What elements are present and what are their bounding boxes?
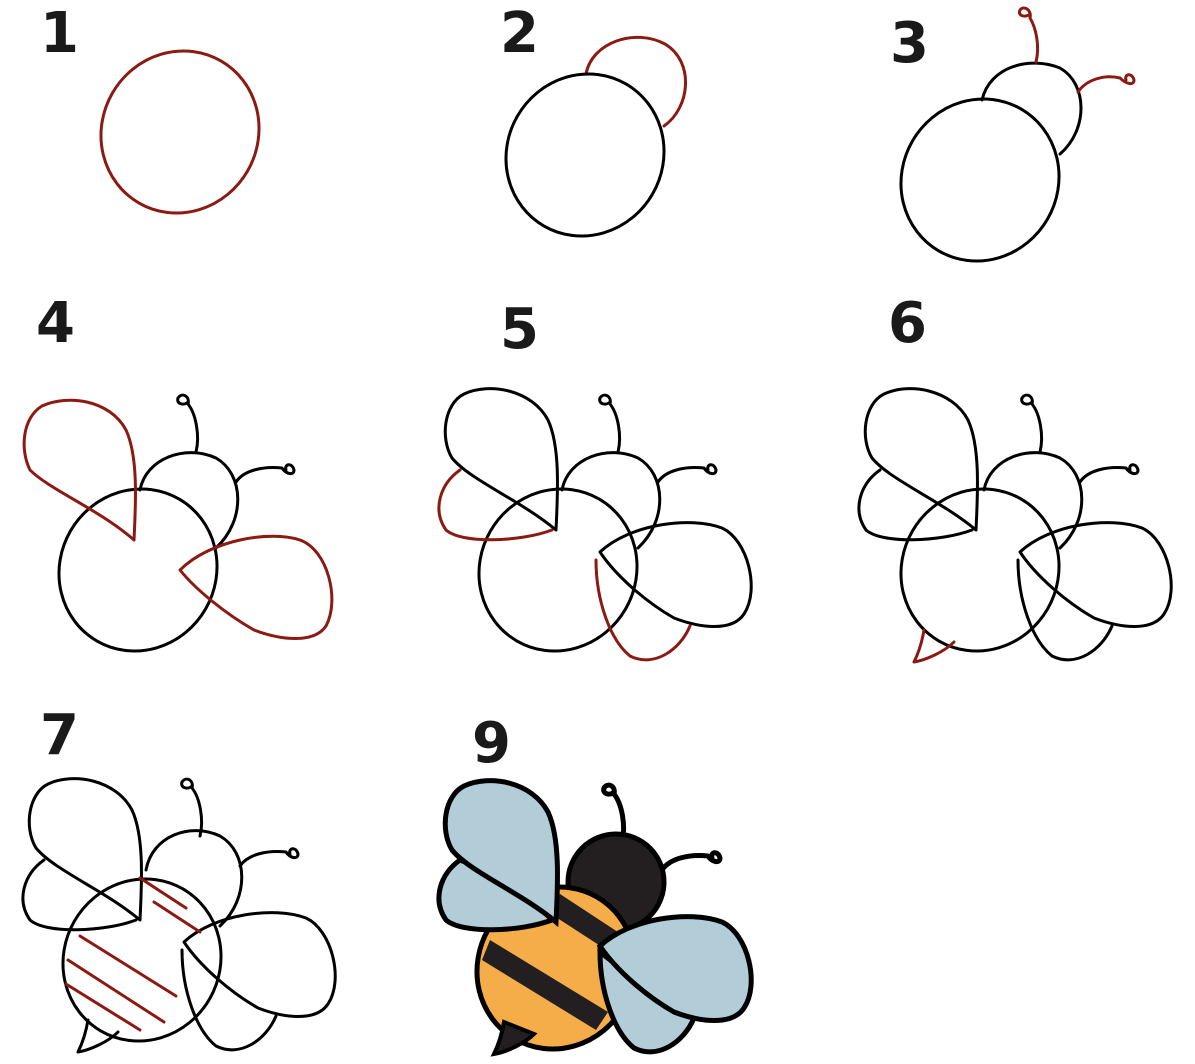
- step-5: 5: [437, 297, 753, 662]
- step-5-left-wing: [443, 387, 560, 532]
- step-6-body-oval: [899, 487, 1061, 653]
- step-1-body-oval: [99, 49, 261, 215]
- step-7-body-oval: [61, 877, 223, 1043]
- step-7-left-wing: [27, 777, 144, 922]
- step-2: 2: [500, 1, 688, 238]
- step-7-antenna-right: [238, 847, 300, 868]
- step-7-stinger: [76, 1018, 120, 1054]
- step-6-antenna-right: [1078, 463, 1140, 484]
- step-6-left-wing: [863, 387, 980, 532]
- step-3-antenna-right: [1076, 73, 1136, 94]
- step-6-stinger: [912, 628, 956, 664]
- step-6-left-lower-wing: [857, 468, 974, 542]
- step-5-right-lower-wing: [594, 558, 692, 662]
- step-6-head: [982, 451, 1084, 550]
- step-6-number: 6: [888, 291, 927, 356]
- step-5-body-oval: [477, 487, 639, 653]
- step-3-antenna-top: [1017, 6, 1040, 64]
- step-9-number: 9: [472, 711, 511, 776]
- step-7-left-lower-wing: [21, 858, 138, 932]
- step-6-antenna-top: [1020, 393, 1044, 454]
- step-3-head: [980, 61, 1083, 156]
- step-7-number: 7: [40, 703, 79, 768]
- step-9-antenna-top: [601, 782, 627, 845]
- step-2-number: 2: [500, 1, 539, 66]
- step-4-antenna-right: [234, 463, 296, 484]
- step-9-right-wing: [596, 914, 754, 1023]
- step-4-body-oval: [57, 487, 219, 653]
- step-9-stripe-2: [482, 940, 608, 1030]
- step-9-left-wing: [442, 778, 561, 928]
- step-6: 6: [857, 291, 1173, 664]
- step-9-stinger: [490, 1019, 538, 1057]
- step-2-body-oval: [504, 72, 666, 238]
- step-5-left-lower-wing: [437, 468, 554, 542]
- step-5-antenna-top: [598, 393, 622, 454]
- step-7-right-lower-wing: [180, 948, 278, 1052]
- step-9-antenna-right: [659, 850, 723, 873]
- step-3-body-oval: [899, 97, 1061, 263]
- step-4-head: [138, 451, 240, 550]
- step-7-stripe-2: [78, 934, 178, 998]
- step-7: 7: [21, 703, 337, 1054]
- step-4: 4: [22, 291, 334, 653]
- step-7-stripe-3: [66, 958, 166, 1024]
- step-7-stripe-1: [152, 900, 202, 934]
- step-5-head: [560, 451, 662, 550]
- step-9: 9: [436, 711, 754, 1057]
- step-7-right-wing: [182, 911, 337, 1018]
- step-7-head: [144, 829, 244, 928]
- step-5-number: 5: [500, 297, 539, 362]
- step-4-number: 4: [36, 291, 75, 356]
- step-6-right-wing: [1018, 521, 1173, 628]
- step-6-right-lower-wing: [1016, 558, 1114, 662]
- step-4-antenna-top: [176, 393, 200, 454]
- step-5-antenna-right: [656, 463, 718, 484]
- step-7-antenna-top: [180, 777, 204, 838]
- step-3: 3: [890, 6, 1136, 263]
- step-4-left-wing: [22, 398, 138, 542]
- step-1-number: 1: [40, 1, 79, 66]
- step-1: 1: [40, 1, 261, 215]
- step-2-head-arc: [584, 35, 688, 128]
- step-5-right-wing: [598, 521, 753, 628]
- step-3-number: 3: [890, 11, 929, 76]
- step-7-stripe-4: [138, 876, 188, 910]
- step-7-stripe-5: [64, 982, 142, 1032]
- step-4-right-wing: [178, 534, 334, 640]
